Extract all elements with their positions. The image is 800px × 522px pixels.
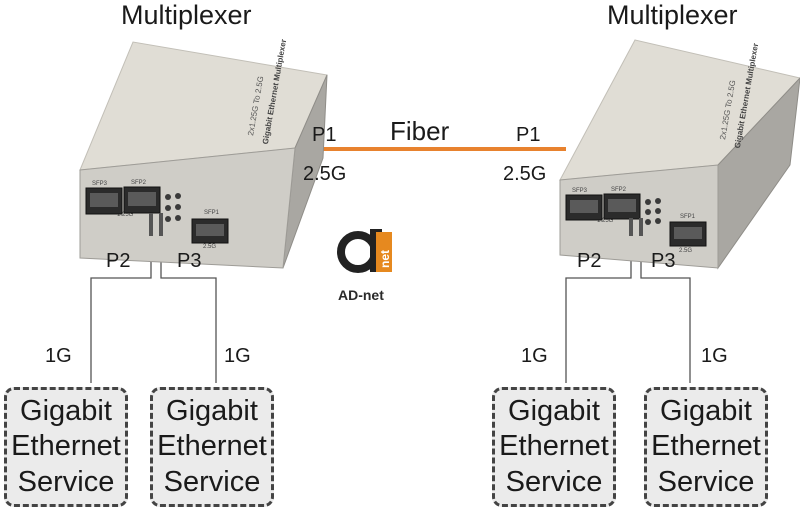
left-p1-speed: 2.5G: [303, 163, 347, 185]
right-sfp2-label: SFP2: [611, 187, 627, 193]
service-line-3: Service: [163, 465, 261, 498]
service-line-1: Gigabit: [20, 394, 112, 427]
left-p2-speed: 1G: [45, 345, 72, 367]
left-25g-label: 2.5G: [203, 244, 216, 250]
left-p1-label: P1: [312, 124, 337, 146]
service-line-3: Service: [17, 465, 115, 498]
left-p3-speed: 1G: [224, 345, 251, 367]
service-line-1: Gigabit: [660, 394, 752, 427]
right-p2-label: P2: [577, 250, 602, 272]
service-line-3: Service: [657, 465, 755, 498]
right-sfp3-label: SFP3: [572, 188, 588, 194]
logo-mark: net: [378, 250, 392, 268]
left-p2-label: P2: [106, 250, 131, 272]
right-led: [645, 199, 651, 205]
logo-text: AD-net: [338, 287, 384, 303]
right-sfp1-label: SFP1: [680, 214, 696, 220]
service-line-1: Gigabit: [508, 394, 600, 427]
left-p3-label: P3: [177, 250, 202, 272]
right-multiplexer-device: 2x1.25G To 2.5G Gigabit Ethernet Multipl…: [559, 39, 800, 270]
left-service-box-1: Gigabit Ethernet Service: [4, 387, 128, 507]
service-line-2: Ethernet: [651, 430, 761, 463]
service-line-1: Gigabit: [166, 394, 258, 427]
left-sfp2-label: SFP2: [131, 180, 147, 186]
left-led: [165, 194, 171, 200]
right-service-box-2: Gigabit Ethernet Service: [644, 387, 768, 507]
service-line-2: Ethernet: [11, 430, 121, 463]
service-line-2: Ethernet: [499, 430, 609, 463]
fiber-label: Fiber: [390, 116, 450, 146]
right-p3-speed: 1G: [701, 345, 728, 367]
left-multiplexer-title: Multiplexer: [121, 0, 252, 30]
right-p2-speed: 1G: [521, 345, 548, 367]
right-p1-speed: 2.5G: [503, 163, 547, 185]
right-p1-label: P1: [516, 124, 541, 146]
right-service-box-1: Gigabit Ethernet Service: [492, 387, 616, 507]
left-service-box-2: Gigabit Ethernet Service: [150, 387, 274, 507]
left-sfp3-label: SFP3: [92, 181, 108, 187]
service-line-3: Service: [505, 465, 603, 498]
left-125g-label: 1.25G: [117, 212, 134, 218]
adnet-logo: net: [337, 229, 392, 273]
right-125g-label: 1.25G: [597, 218, 614, 224]
right-25g-label: 2.5G: [679, 248, 692, 254]
left-multiplexer-device: 2x1.25G To 2.5G Gigabit Ethernet Multipl…: [79, 38, 328, 269]
right-multiplexer-title: Multiplexer: [607, 0, 738, 30]
service-line-2: Ethernet: [157, 430, 267, 463]
left-sfp1-label: SFP1: [204, 210, 220, 216]
right-p3-label: P3: [651, 250, 676, 272]
